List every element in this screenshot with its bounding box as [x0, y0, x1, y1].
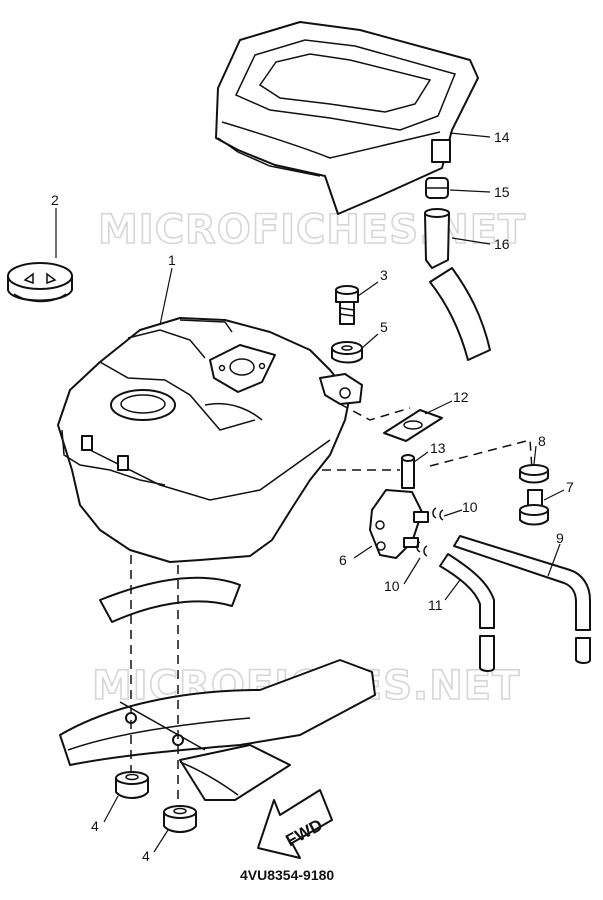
dash-7	[429, 439, 533, 471]
callout-7: 7	[566, 479, 574, 495]
part-5-collar	[331, 341, 363, 364]
callout-10-top: 10	[462, 499, 478, 515]
callout-13: 13	[430, 440, 446, 456]
callout-12: 12	[453, 389, 469, 405]
callout-8: 8	[538, 433, 546, 449]
callout-11: 11	[428, 597, 443, 613]
callout-1: 1	[168, 252, 176, 268]
forward-arrow: FWD	[257, 789, 333, 859]
dash-12	[339, 403, 411, 421]
callout-14: 14	[494, 129, 510, 145]
callout-16: 16	[494, 236, 510, 252]
callout-4-right: 4	[142, 848, 150, 864]
frame-rails	[59, 576, 376, 801]
callout-9: 9	[556, 530, 564, 546]
callout-5: 5	[380, 319, 388, 335]
part-9-fuel-hose	[453, 535, 591, 664]
part-8-washer	[519, 464, 549, 484]
part-12-plate	[383, 409, 443, 442]
part-15-grommet	[425, 177, 449, 199]
part-13-stem	[401, 454, 415, 489]
part-2-filler-cap	[7, 262, 73, 303]
leader-lines	[55, 132, 565, 853]
part-11-hose	[439, 553, 495, 672]
part-1-fuel-tank	[57, 317, 351, 563]
part-6-fuel-cock	[369, 489, 429, 559]
part-4-damper-right	[163, 805, 197, 833]
callout-3: 3	[380, 267, 388, 283]
part-4-damper-left	[115, 771, 149, 799]
part-10-clips	[416, 507, 444, 557]
part-16-drain-hose	[424, 208, 491, 361]
callout-10-bottom: 10	[384, 578, 400, 594]
callout-4-left: 4	[91, 818, 99, 834]
callout-15: 15	[494, 184, 510, 200]
callout-2: 2	[51, 192, 59, 208]
watermark-top: MICROFICHES.NET	[98, 207, 526, 253]
diagram-code: 4VU8354-9180	[240, 867, 334, 883]
part-3-bolt	[335, 285, 359, 325]
part-7-bolt	[519, 489, 549, 526]
part-14-tank-cover	[215, 21, 479, 215]
callout-6: 6	[339, 552, 347, 568]
